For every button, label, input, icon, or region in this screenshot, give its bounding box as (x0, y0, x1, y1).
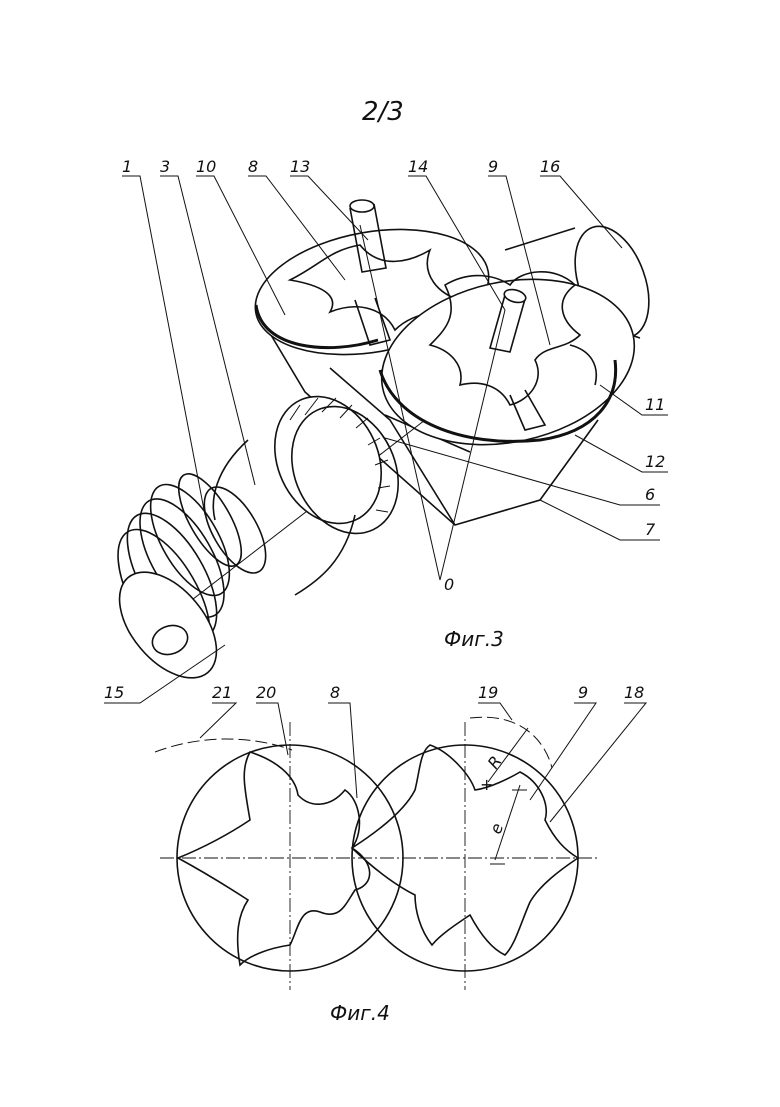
label-3: 3 (160, 157, 170, 176)
label-0: 0 (444, 575, 454, 594)
label-9: 9 (488, 157, 498, 176)
arc-21 (155, 739, 292, 752)
label-18: 18 (624, 683, 644, 702)
label-7: 7 (645, 520, 656, 539)
label-8: 8 (248, 157, 258, 176)
label-14: 14 (408, 157, 428, 176)
label-11: 11 (645, 395, 665, 414)
label-12: 12 (645, 452, 665, 471)
fig4-leaders (200, 703, 646, 822)
eccentricity-line (495, 785, 520, 860)
label-e: e (486, 820, 507, 836)
figure-4-drawing: + R e 21 20 8 19 9 18 Фиг.4 (155, 683, 646, 1025)
label-15: 15 (104, 683, 124, 702)
label-8-fig4: 8 (330, 683, 340, 702)
figure-4-caption: Фиг.4 (330, 1001, 390, 1025)
label-13: 13 (290, 157, 310, 176)
label-19: 19 (478, 683, 498, 702)
label-21: 21 (212, 683, 232, 702)
label-20: 20 (256, 683, 276, 702)
label-6: 6 (645, 485, 655, 504)
label-10: 10 (196, 157, 216, 176)
page-number: 2/3 (362, 97, 404, 127)
arc-19 (470, 717, 552, 768)
svg-text:+: + (480, 775, 493, 794)
label-R: R (484, 752, 506, 772)
label-1: 1 (122, 157, 132, 176)
figure-3-caption: Фиг.3 (444, 627, 504, 651)
label-9-fig4: 9 (578, 683, 588, 702)
label-16: 16 (540, 157, 560, 176)
left-rotor-profile (178, 752, 370, 965)
ribbed-cylinder (99, 465, 253, 696)
figure-3-drawing: 1 3 10 8 13 14 9 16 11 12 6 7 15 0 Фиг.3 (99, 157, 668, 703)
